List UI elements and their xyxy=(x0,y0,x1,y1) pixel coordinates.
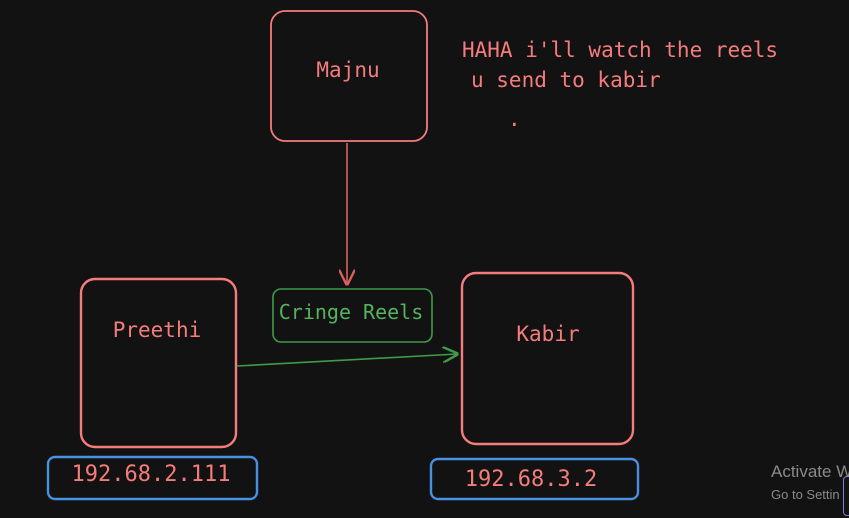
clipped-element-edge xyxy=(843,476,849,516)
node-preethi[interactable]: Preethi xyxy=(79,277,238,449)
node-kabir[interactable]: Kabir xyxy=(460,271,635,446)
node-majnu[interactable]: Majnu xyxy=(270,10,428,142)
edge-label-text: Cringe Reels xyxy=(279,300,424,324)
note-line-1: HAHA i'll watch the reels xyxy=(462,38,778,62)
edge-label-box xyxy=(272,288,433,343)
ip-box-kabir xyxy=(429,457,640,501)
node-majnu-label: Majnu xyxy=(316,58,379,82)
ip-text-preethi: 192.68.2.111 xyxy=(72,462,231,487)
node-majnu-box xyxy=(270,10,428,142)
ip-label-kabir[interactable]: 192.68.3.2 xyxy=(429,457,640,501)
note-dot: . xyxy=(508,107,521,131)
node-preethi-label: Preethi xyxy=(113,318,202,342)
activate-windows-watermark: Activate W xyxy=(771,462,849,481)
note-text: HAHA i'll watch the reels u send to kabi… xyxy=(462,38,778,131)
node-kabir-box xyxy=(460,271,635,446)
node-preethi-box xyxy=(79,277,238,449)
go-to-settings-watermark: Go to Settin xyxy=(771,487,840,502)
ip-label-preethi[interactable]: 192.68.2.111 xyxy=(46,455,259,501)
arrow-preethi-to-kabir xyxy=(236,354,457,367)
node-kabir-label: Kabir xyxy=(516,322,579,346)
ip-text-kabir: 192.68.3.2 xyxy=(465,467,597,492)
ip-box-preethi xyxy=(46,455,259,501)
edge-label-cringe-reels[interactable]: Cringe Reels xyxy=(272,288,433,343)
note-line-2: u send to kabir xyxy=(471,68,661,92)
